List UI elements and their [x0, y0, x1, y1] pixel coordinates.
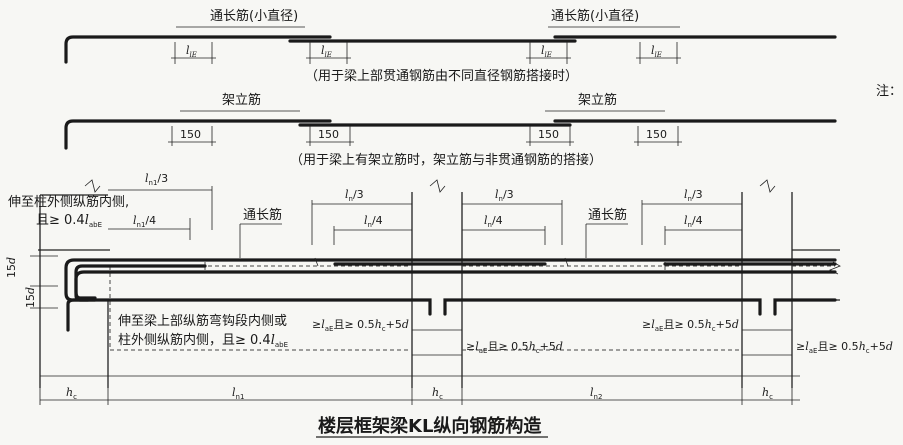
lap-150-3: 150	[538, 128, 559, 141]
erection-lap-detail: 架立筋 架立筋 150 150 150 150 （用于梁上有架立筋时，架立筋与非…	[64, 92, 837, 168]
svg-text:hc: hc	[762, 386, 773, 401]
bottom-bar-mid	[443, 298, 762, 316]
lap-le-4: llE	[651, 44, 662, 59]
left-anchor-note: 伸至柱外侧纵筋内侧, 且≥ 0.4labE	[8, 194, 129, 229]
svg-text:且≥ 0.4labE: 且≥ 0.4labE	[36, 213, 102, 229]
erection-label-left: 架立筋	[222, 92, 261, 108]
bottom-dim-labels: hc ln1 hc ln2 hc	[66, 386, 773, 401]
svg-text:ln1: ln1	[232, 386, 244, 401]
bottom-dim-chain	[39, 368, 800, 405]
lap-150-4: 150	[646, 128, 667, 141]
svg-text:≥laE且≥ 0.5hc+5d: ≥laE且≥ 0.5hc+5d	[312, 318, 409, 333]
diagram-title: 楼层框架梁KL纵向钢筋构造	[318, 415, 541, 437]
lap-le-2: llE	[321, 44, 332, 59]
erection-caption: （用于梁上有架立筋时，架立筋与非贯通钢筋的搭接）	[290, 152, 602, 168]
main-beam	[38, 179, 841, 388]
svg-text:15d: 15d	[24, 287, 37, 308]
svg-text:ln2: ln2	[590, 386, 602, 401]
svg-text:≥laE且≥ 0.5hc+5d: ≥laE且≥ 0.5hc+5d	[796, 340, 893, 355]
lap-150-2: 150	[318, 128, 339, 141]
svg-text:ln/4: ln/4	[364, 214, 383, 229]
top-bar-left	[64, 35, 332, 64]
span-dims	[108, 186, 742, 245]
svg-text:伸至梁上部纵筋弯钩段内侧或: 伸至梁上部纵筋弯钩段内侧或	[118, 313, 287, 329]
svg-text:ln/4: ln/4	[484, 214, 503, 229]
erection-label-right: 架立筋	[578, 92, 617, 108]
top-label-right: 通长筋(小直径)	[551, 8, 639, 24]
svg-text:≥laE且≥ 0.5hc+5d: ≥laE且≥ 0.5hc+5d	[466, 340, 563, 355]
svg-text:hc: hc	[66, 386, 77, 401]
erection-bar-left	[64, 119, 332, 150]
mid-anchor-note: 伸至梁上部纵筋弯钩段内侧或 柱外侧纵筋内侧，且≥ 0.4labE	[107, 313, 288, 349]
mid-bar	[74, 270, 837, 300]
svg-text:≥laE且≥ 0.5hc+5d: ≥laE且≥ 0.5hc+5d	[642, 318, 739, 333]
svg-text:ln/3: ln/3	[345, 188, 364, 203]
svg-text:ln/3: ln/3	[684, 188, 703, 203]
lap-le-3: llE	[541, 44, 552, 59]
note-label: 注：	[876, 84, 902, 99]
lap-le-1: llE	[186, 44, 197, 59]
svg-text:hc: hc	[432, 386, 443, 401]
svg-text:柱外侧纵筋内侧，且≥ 0.4labE: 柱外侧纵筋内侧，且≥ 0.4labE	[118, 332, 288, 349]
throughbar-labels: 通长筋 通长筋	[239, 207, 628, 258]
lap-150-1: 150	[180, 128, 201, 141]
top-lap-detail: 通长筋(小直径) 通长筋(小直径) llE llE llE llE （用于梁上部…	[64, 8, 837, 84]
svg-text:通长筋: 通长筋	[588, 207, 627, 223]
anchor-dims: ≥laE且≥ 0.5hc+5d ≥laE且≥ 0.5hc+5d ≥laE且≥ 0…	[312, 318, 893, 356]
svg-text:ln/4: ln/4	[684, 214, 703, 229]
svg-text:ln1/3: ln1/3	[145, 172, 168, 187]
hook-15d: 15d 15d	[5, 250, 58, 312]
top-label-left: 通长筋(小直径)	[210, 8, 298, 24]
svg-text:通长筋: 通长筋	[243, 207, 282, 223]
svg-text:ln1/4: ln1/4	[133, 214, 156, 229]
svg-text:ln/3: ln/3	[495, 188, 514, 203]
span-dim-labels: ln1/3 ln1/4 ln/3 ln/4 ln/3 ln/4 ln/3 ln/…	[133, 172, 703, 229]
svg-text:15d: 15d	[5, 257, 18, 278]
svg-text:伸至柱外侧纵筋内侧,: 伸至柱外侧纵筋内侧,	[8, 194, 129, 210]
bottom-bar-right	[773, 298, 837, 316]
bottom-bar-left	[66, 298, 432, 332]
top-caption: （用于梁上部贯通钢筋由不同直径钢筋搭接时）	[305, 68, 578, 84]
